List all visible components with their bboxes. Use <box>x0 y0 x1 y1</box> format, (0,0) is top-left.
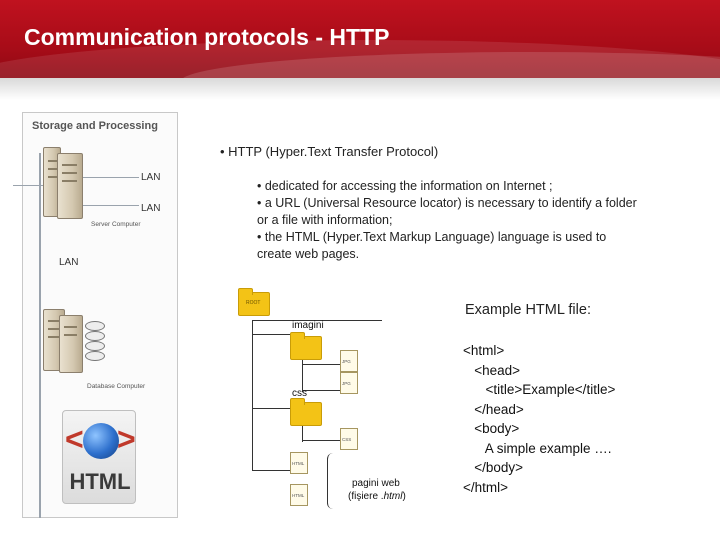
tree-line <box>252 320 382 321</box>
server-computer-icon <box>57 153 83 219</box>
globe-icon <box>83 423 119 459</box>
root-folder-tag: ROOT <box>246 300 261 306</box>
code-line: <head> <box>463 362 521 378</box>
bullet-http: • HTTP (Hyper.Text Transfer Protocol) <box>220 144 439 159</box>
jpg-file-icon: JPG <box>340 372 358 394</box>
code-line: <html> <box>463 343 505 358</box>
angle-right-icon: > <box>117 421 136 457</box>
folder-tree: ROOT imagini JPG JPG css CSS HTML HTML <box>232 284 384 514</box>
imagini-label: imagini <box>292 320 324 331</box>
tree-line <box>302 424 303 442</box>
code-line: </head> <box>463 401 524 417</box>
tree-line <box>302 364 340 365</box>
angle-left-icon: < <box>65 421 84 457</box>
lan-label-2: LAN <box>141 203 161 214</box>
imagini-folder-icon <box>290 332 322 360</box>
sub-bullets: • dedicated for accessing the informatio… <box>257 178 697 263</box>
root-folder-icon: ROOT <box>238 288 270 316</box>
pagini-web-label: pagini web <box>352 478 400 489</box>
example-title: Example HTML file: <box>465 302 591 318</box>
fisiere-html-label: (fişiere .html) <box>348 491 406 502</box>
lan-label-1: LAN <box>141 172 161 183</box>
server-caption: Server Computer <box>91 221 141 228</box>
css-folder-icon <box>290 398 322 426</box>
sub-bullet-line: create web pages. <box>257 247 360 261</box>
code-line: <title>Example</title> <box>463 382 616 397</box>
sub-bullet-line: • a URL (Universal Resource locator) is … <box>257 196 637 210</box>
html-file-icon: HTML <box>290 484 308 506</box>
tree-line <box>302 440 340 441</box>
database-caption: Database Computer <box>87 383 146 390</box>
network-backbone-line <box>39 153 41 518</box>
code-line: A simple example …. <box>463 440 612 456</box>
code-line: </html> <box>463 479 509 495</box>
html-logo-text: HTML <box>69 469 131 494</box>
code-line: </body> <box>463 460 524 475</box>
sub-bullet-line: • dedicated for accessing the informatio… <box>257 179 553 193</box>
title-bar: Communication protocols - HTTP <box>0 0 720 78</box>
sub-bullet-line: • the HTML (Hyper.Text Markup Language) … <box>257 230 607 244</box>
css-file-icon: CSS <box>340 428 358 450</box>
tree-line <box>252 334 292 335</box>
tree-line <box>252 408 292 409</box>
lan-label-3: LAN <box>59 257 79 268</box>
sub-bullet-line: or a file with information; <box>257 213 393 227</box>
html-logo-icon: < > HTML <box>62 410 136 504</box>
example-code: <html> <head> <title>Example</title> </h… <box>463 341 615 497</box>
title-shadow <box>0 78 720 100</box>
database-server-icon <box>59 315 83 373</box>
code-line: <body> <box>463 421 520 436</box>
tree-line <box>302 358 303 392</box>
slide-title: Communication protocols - HTTP <box>24 24 390 50</box>
tree-line <box>252 470 290 471</box>
tree-line <box>302 390 340 391</box>
diagram-title: Storage and Processing <box>32 120 158 132</box>
html-file-icon: HTML <box>290 452 308 474</box>
tree-line <box>252 320 253 470</box>
jpg-file-icon: JPG <box>340 350 358 372</box>
lan-line-1 <box>83 177 139 178</box>
database-cylinder-icon <box>85 321 105 365</box>
css-label: css <box>292 388 307 399</box>
network-link-line <box>13 185 43 186</box>
lan-line-2 <box>83 205 139 206</box>
pages-brace <box>327 453 339 509</box>
